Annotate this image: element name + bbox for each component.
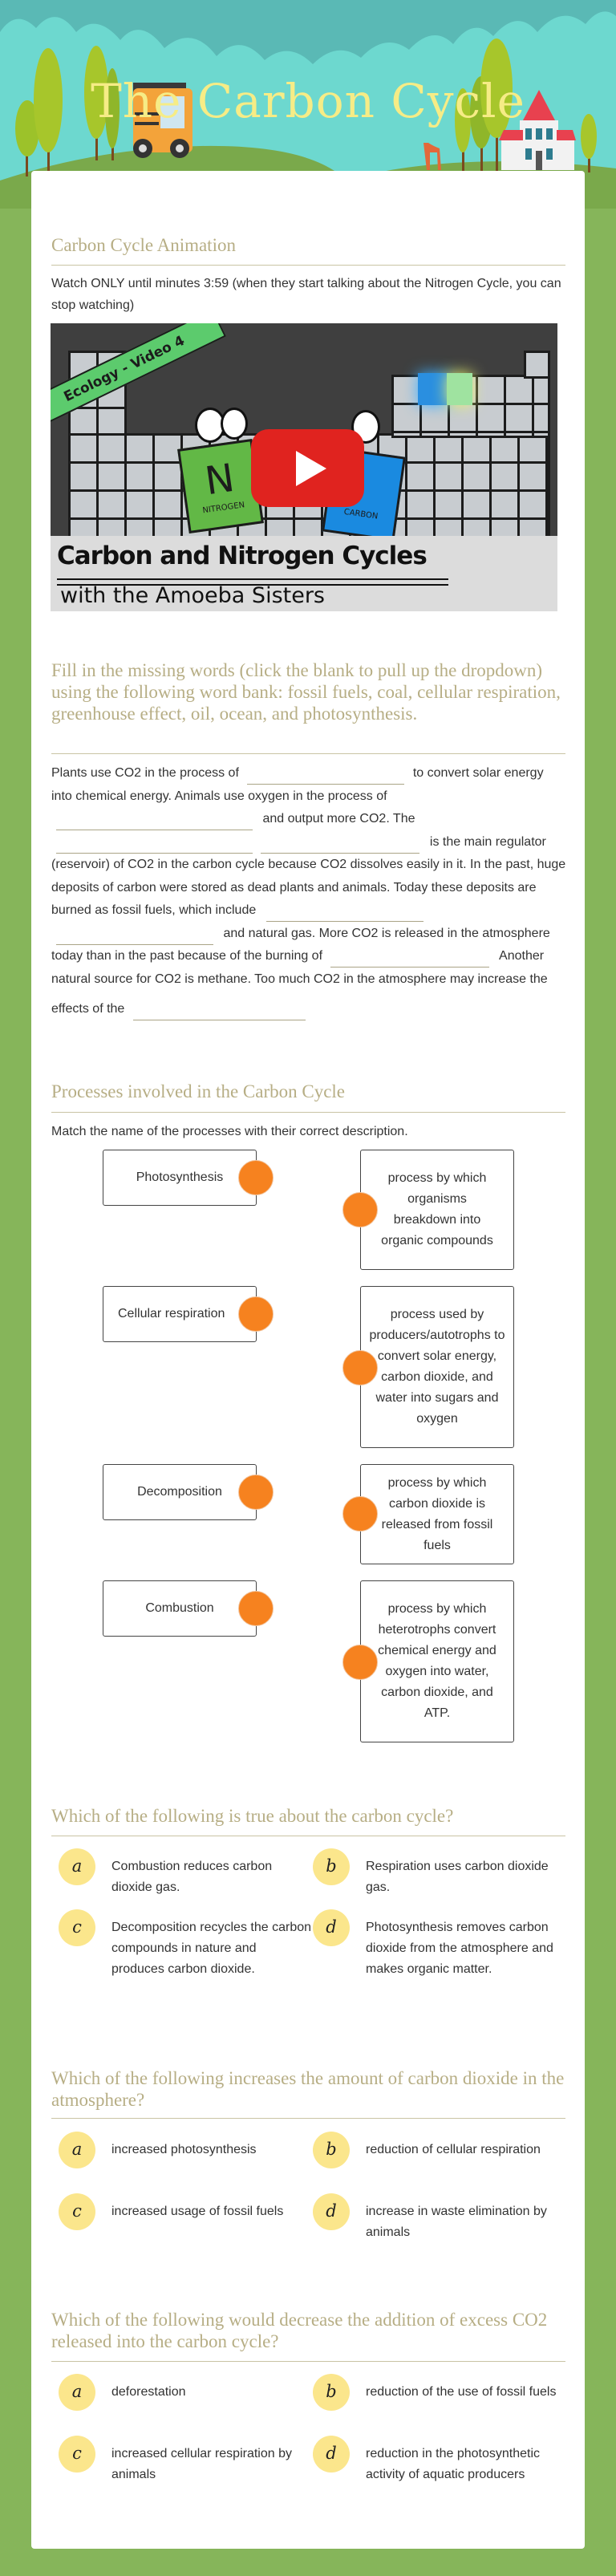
video-subtitle: with the Amoeba Sisters — [60, 583, 325, 608]
question-3-heading: Which of the following would decrease th… — [51, 2310, 548, 2351]
youtube-play-icon[interactable] — [251, 429, 364, 507]
paragraph-text: Plants use CO2 in the process of — [51, 766, 239, 780]
option-c[interactable]: Decomposition recycles the carbon compou… — [111, 1921, 312, 1976]
divider — [51, 2118, 565, 2119]
match-term-decomposition[interactable]: Decomposition — [103, 1464, 257, 1520]
option-b[interactable]: Respiration uses carbon dioxide gas. — [366, 1860, 549, 1894]
section-heading-matching: Processes involved in the Carbon Cycle — [51, 1081, 346, 1101]
paragraph-text: and output more CO2. The — [262, 812, 415, 826]
eye — [221, 408, 248, 440]
question-1-heading: Which of the following is true about the… — [51, 1806, 454, 1826]
match-connector-dot[interactable] — [238, 1591, 274, 1626]
fill-in-paragraph: Plants use CO2 in the process of to conv… — [51, 762, 566, 1021]
match-connector-dot[interactable] — [342, 1645, 378, 1680]
option-c[interactable]: increased cellular respiration by animal… — [111, 2447, 292, 2481]
match-connector-dot[interactable] — [238, 1160, 274, 1195]
divider — [51, 265, 565, 266]
match-description-3[interactable]: process by which carbon dioxide is relea… — [360, 1464, 514, 1564]
school-bus-icon — [133, 83, 192, 158]
option-b[interactable]: reduction of cellular respiration — [366, 2143, 541, 2156]
giraffe-icon — [424, 143, 441, 170]
option-d-badge[interactable]: d — [313, 2436, 350, 2473]
match-connector-dot[interactable] — [342, 1192, 378, 1227]
section-heading-fill-in: Fill in the missing words (click the bla… — [51, 660, 561, 724]
match-connector-dot[interactable] — [342, 1496, 378, 1531]
divider — [51, 2361, 565, 2362]
option-c[interactable]: increased usage of fossil fuels — [111, 2205, 284, 2218]
option-a[interactable]: increased photosynthesis — [111, 2143, 257, 2156]
match-description-2[interactable]: process used by producers/autotrophs to … — [360, 1286, 514, 1448]
match-connector-dot[interactable] — [238, 1296, 274, 1332]
option-d[interactable]: increase in waste elimination by animals — [366, 2205, 547, 2239]
match-term-cellular-respiration[interactable]: Cellular respiration — [103, 1286, 257, 1342]
option-d[interactable]: reduction in the photosynthetic activity… — [366, 2447, 541, 2481]
video-title-underline — [57, 578, 448, 586]
match-connector-dot[interactable] — [342, 1350, 378, 1385]
option-b[interactable]: reduction of the use of fossil fuels — [366, 2385, 557, 2399]
match-term-combustion[interactable]: Combustion — [103, 1580, 257, 1637]
divider — [51, 753, 565, 754]
question-2-heading: Which of the following increases the amo… — [51, 2068, 565, 2110]
option-d-badge[interactable]: d — [313, 2193, 350, 2230]
eye — [195, 408, 225, 443]
option-a-badge[interactable]: a — [59, 2132, 95, 2168]
blank-dropdown-8[interactable] — [132, 1002, 306, 1020]
paragraph-text: Another natural source for CO2 is methan… — [51, 949, 548, 1016]
option-c-badge[interactable]: c — [59, 2193, 95, 2230]
match-term-photosynthesis[interactable]: Photosynthesis — [103, 1150, 257, 1206]
video-player[interactable]: Ecology - Video 4 N NITROGEN CARBON Carb… — [51, 323, 557, 611]
blank-dropdown-4[interactable] — [261, 835, 420, 854]
blank-dropdown-2[interactable] — [56, 812, 253, 830]
video-title-bar — [51, 536, 557, 611]
periodic-table-column — [524, 351, 550, 379]
matching-instructions: Match the name of the processes with the… — [51, 1125, 408, 1138]
page-title: The Carbon Cycle — [91, 74, 525, 128]
paragraph-text: and natural gas. More CO2 is released in… — [51, 926, 550, 963]
option-a[interactable]: deforestation — [111, 2385, 186, 2399]
blank-dropdown-6[interactable] — [56, 927, 213, 945]
blank-dropdown-5[interactable] — [265, 903, 424, 922]
video-instructions: Watch ONLY until minutes 3:59 (when they… — [51, 277, 561, 312]
option-d-badge[interactable]: d — [313, 1909, 350, 1946]
option-a-badge[interactable]: a — [59, 2374, 95, 2411]
option-a-badge[interactable]: a — [59, 1848, 95, 1885]
video-title: Carbon and Nitrogen Cycles — [57, 542, 428, 570]
glow-cell — [418, 373, 450, 405]
match-description-1[interactable]: process by which organisms breakdown int… — [360, 1150, 514, 1270]
trees-left — [15, 46, 120, 176]
option-b-badge[interactable]: b — [313, 2132, 350, 2168]
paragraph-text: is the main regulator (reservoir) of CO2… — [51, 834, 566, 918]
blank-dropdown-3[interactable] — [56, 835, 253, 854]
option-b-badge[interactable]: b — [313, 1848, 350, 1885]
option-b-badge[interactable]: b — [313, 2374, 350, 2411]
paragraph-text: to convert solar energy into chemical en… — [51, 766, 544, 803]
trees-right — [455, 39, 597, 172]
blank-dropdown-1[interactable] — [247, 766, 405, 785]
match-description-4[interactable]: process by which heterotrophs convert ch… — [360, 1580, 514, 1742]
match-connector-dot[interactable] — [238, 1475, 274, 1510]
option-c-badge[interactable]: c — [59, 2436, 95, 2473]
glow-cell — [447, 373, 472, 405]
house-icon — [499, 90, 576, 170]
option-d[interactable]: Photosynthesis removes carbon dioxide fr… — [366, 1921, 553, 1976]
section-heading-video: Carbon Cycle Animation — [51, 235, 236, 255]
option-a[interactable]: Combustion reduces carbon dioxide gas. — [111, 1860, 273, 1894]
blank-dropdown-7[interactable] — [330, 949, 490, 968]
carbon-label: CARBON — [342, 507, 379, 521]
divider — [51, 1112, 565, 1113]
option-c-badge[interactable]: c — [59, 1909, 95, 1946]
